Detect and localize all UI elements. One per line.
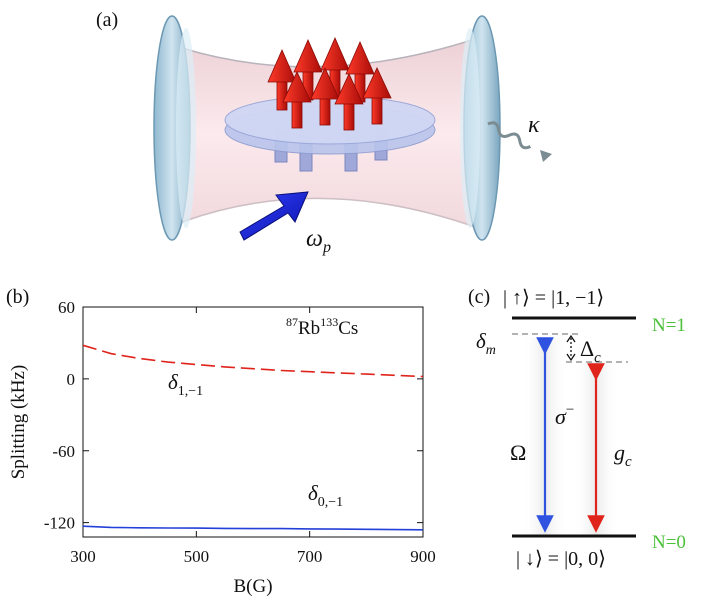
species-label: 87Rb133Cs (286, 315, 358, 339)
beam-edge-bottom (181, 197, 479, 229)
pump-arrow-icon (239, 191, 309, 241)
g-label: gc (614, 440, 632, 470)
panel-b: (b) 60 0 -60 -120 300 500 700 900 Splitting (k… (6, 286, 436, 597)
lower-N-label: N=0 (652, 532, 686, 553)
Delta-c-main: Δ (580, 336, 594, 361)
panel-c: (c) | ↑⟩ = |1, −1⟩ N=1 δm Δc σ− Ω gc N=0… (468, 286, 686, 570)
species-el2: Cs (338, 318, 358, 339)
Omega-label: Ω (510, 440, 526, 465)
pump-sub: p (322, 239, 331, 256)
series-line-1 (82, 525, 424, 531)
pump-label: ωp (306, 226, 331, 256)
panel-b-label: (b) (6, 286, 29, 308)
panel-a: (a) (96, 9, 552, 256)
spin-arrow-icon (310, 67, 340, 126)
y-ticks: 60 0 -60 -120 (44, 298, 423, 533)
kappa-label: κ (528, 112, 540, 138)
pump-omega: ω (306, 226, 323, 252)
series-layer (82, 344, 424, 531)
y-axis-label: Splitting (kHz) (8, 365, 29, 480)
plot-frame (82, 306, 424, 538)
delta-0m1-label: δ0,−1 (308, 481, 343, 510)
sigma-main: σ (555, 404, 567, 429)
panel-a-label: (a) (96, 9, 118, 31)
delta-m-main: δ (476, 329, 487, 353)
series-line-0 (82, 344, 424, 378)
delta-1m1-main: δ (168, 370, 179, 394)
x-tick-label: 700 (297, 547, 323, 566)
g-sub: c (625, 454, 632, 470)
y-tick-label: -120 (44, 514, 75, 533)
delta-1m1-sub: 1,−1 (178, 384, 203, 399)
spin-arrow-icon (282, 71, 312, 129)
delta-m-sub: m (486, 343, 496, 358)
delta-m-label: δm (476, 329, 496, 358)
g-main: g (614, 440, 625, 465)
x-ticks: 300 500 700 900 (70, 307, 436, 566)
upper-N-label: N=1 (652, 315, 686, 336)
lower-state-label: | ↓⟩ = |0, 0⟩ (516, 548, 606, 570)
Delta-c-label: Δc (580, 336, 601, 366)
upper-state-label: | ↑⟩ = |1, −1⟩ (503, 287, 604, 309)
x-tick-label: 500 (184, 547, 210, 566)
sigma-sup: − (566, 402, 574, 418)
panel-c-label: (c) (468, 286, 490, 308)
spin-arrow-icon (334, 73, 364, 131)
delta-1m1-label: δ1,−1 (168, 370, 203, 399)
y-tick-label: 0 (67, 370, 76, 389)
delta-0m1-main: δ (308, 481, 319, 505)
detuning-arrow-down-icon (566, 353, 576, 362)
x-axis-label: B(G) (233, 576, 272, 597)
spin-arrow-icon (362, 67, 392, 125)
right-mirror (460, 15, 501, 241)
species-mass2: 133 (320, 315, 338, 329)
y-tick-label: 60 (58, 298, 75, 317)
sigma-label: σ− (555, 402, 574, 429)
species-el1: Rb (298, 318, 320, 339)
wavy-loss-icon (487, 121, 532, 150)
left-mirror (153, 15, 196, 241)
y-tick-label: -60 (52, 442, 75, 461)
spin-arrows (267, 37, 392, 131)
delta-0m1-sub: 0,−1 (318, 495, 343, 510)
Delta-c-sub: c (594, 350, 601, 366)
loss-arrowhead-icon (540, 150, 552, 162)
x-tick-label: 900 (410, 547, 436, 566)
detuning-arrow-up-icon (566, 334, 576, 343)
x-tick-label: 300 (70, 547, 96, 566)
species-mass1: 87 (286, 315, 298, 329)
